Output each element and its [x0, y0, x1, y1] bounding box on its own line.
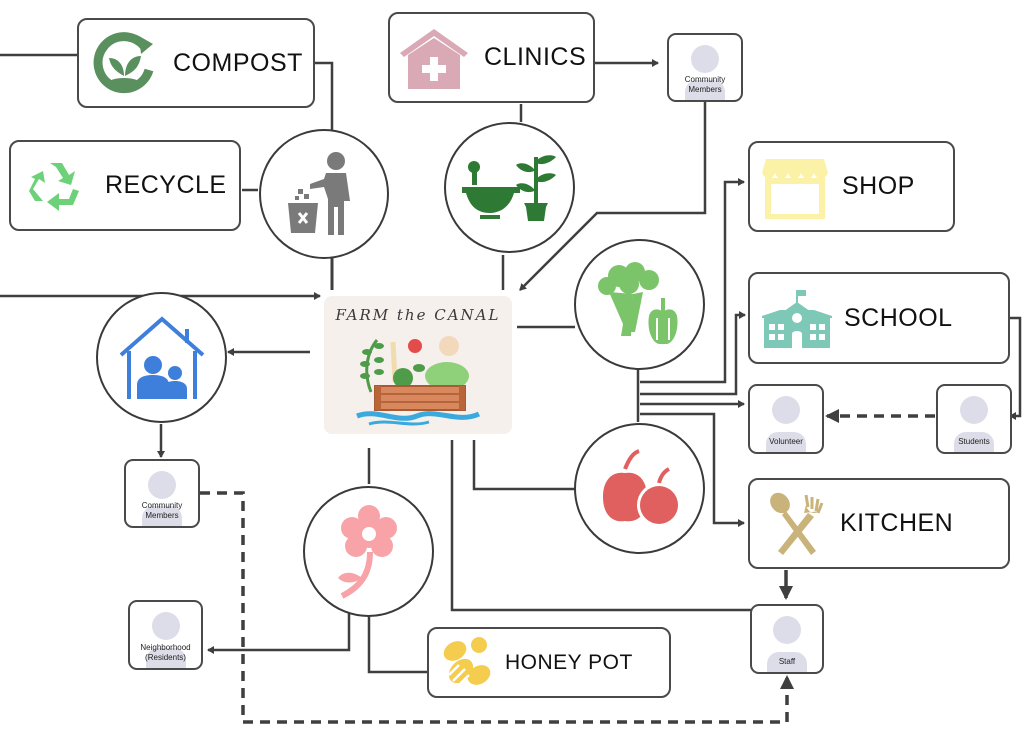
- bee-icon: [443, 636, 491, 686]
- farm-title: FARM the CANAL: [335, 306, 501, 324]
- avatar-head-icon: [148, 471, 176, 499]
- clinics-label: CLINICS: [484, 43, 587, 71]
- shop-label: SHOP: [842, 172, 915, 200]
- avatar-body-icon: [685, 80, 725, 100]
- honey-pot-label: HONEY POT: [505, 650, 633, 674]
- community-members-left-node[interactable]: Community Members: [124, 459, 200, 528]
- line-center-to-fruit: [472, 440, 575, 491]
- line-to-shop: [640, 178, 745, 384]
- farm-crate-logo: [356, 336, 481, 426]
- volunteer-label: Volunteer: [769, 437, 803, 446]
- compost-box[interactable]: COMPOST: [77, 18, 315, 108]
- volunteer-node[interactable]: Volunteer: [748, 384, 824, 454]
- recycle-label: RECYCLE: [105, 171, 227, 199]
- recycle-box[interactable]: RECYCLE: [9, 140, 241, 231]
- clinics-box[interactable]: CLINICS: [388, 12, 595, 103]
- avatar-head-icon: [772, 396, 800, 424]
- compost-label: COMPOST: [173, 48, 303, 77]
- avatar-body-icon: [766, 432, 806, 452]
- line-school-to-students: [1009, 316, 1022, 420]
- school-building-icon: [762, 290, 832, 348]
- vegetables-circle[interactable]: [574, 239, 705, 370]
- line-community-to-center: [519, 100, 707, 291]
- family-house-icon: [119, 315, 204, 399]
- line-to-kitchen: [640, 412, 745, 527]
- flower-circle[interactable]: [303, 486, 434, 617]
- kitchen-label: KITCHEN: [840, 509, 954, 537]
- clinic-house-cross-icon: [400, 28, 468, 89]
- staff-node[interactable]: Staff: [750, 604, 824, 674]
- community-members-top-node[interactable]: Community Members: [667, 33, 743, 102]
- line-community-to-staff: [200, 491, 794, 724]
- line-flower-to-neighborhood: [207, 613, 351, 654]
- apples-icon: [602, 448, 681, 527]
- school-box[interactable]: SCHOOL: [748, 272, 1010, 364]
- compost-leaf-cycle-icon: [93, 32, 154, 94]
- fruit-circle[interactable]: [574, 423, 705, 554]
- flower-icon: [337, 504, 397, 599]
- neighborhood-residents-label: Neighborhood (Residents): [140, 643, 191, 662]
- mortar-plant-icon: [461, 154, 556, 221]
- honey-pot-box[interactable]: HONEY POT: [427, 627, 671, 698]
- staff-label: Staff: [778, 657, 796, 666]
- line-to-school: [640, 311, 746, 396]
- home-circle[interactable]: [96, 292, 227, 423]
- avatar-body-icon: [954, 432, 994, 452]
- school-label: SCHOOL: [844, 303, 953, 332]
- neighborhood-residents-node[interactable]: Neighborhood (Residents): [128, 600, 203, 670]
- line-compost-to-waste: [314, 61, 334, 130]
- avatar-head-icon: [773, 616, 801, 644]
- storefront-icon: [762, 158, 828, 219]
- avatar-head-icon: [691, 45, 719, 73]
- avatar-body-icon: [142, 506, 182, 526]
- line-flower-to-honeypot: [367, 617, 428, 674]
- avatar-body-icon: [145, 648, 186, 668]
- spoon-fork-icon: [770, 492, 824, 555]
- community-members-left-label: Community Members: [141, 501, 183, 520]
- kitchen-box[interactable]: KITCHEN: [748, 478, 1010, 569]
- students-label: Students: [958, 437, 990, 446]
- broccoli-pepper-icon: [597, 261, 678, 344]
- avatar-head-icon: [960, 396, 988, 424]
- herbal-circle[interactable]: [444, 122, 575, 253]
- avatar-head-icon: [151, 612, 180, 640]
- person-trash-bin-icon: [288, 152, 350, 235]
- farm-the-canal-center[interactable]: FARM the CANAL: [324, 296, 512, 434]
- shop-box[interactable]: SHOP: [748, 141, 955, 232]
- recycle-icon: [29, 162, 79, 211]
- line-center-to-staff: [450, 440, 752, 612]
- students-node[interactable]: Students: [936, 384, 1012, 454]
- waste-circle[interactable]: [259, 129, 389, 259]
- avatar-body-icon: [767, 652, 807, 672]
- community-members-top-label: Community Members: [684, 75, 726, 94]
